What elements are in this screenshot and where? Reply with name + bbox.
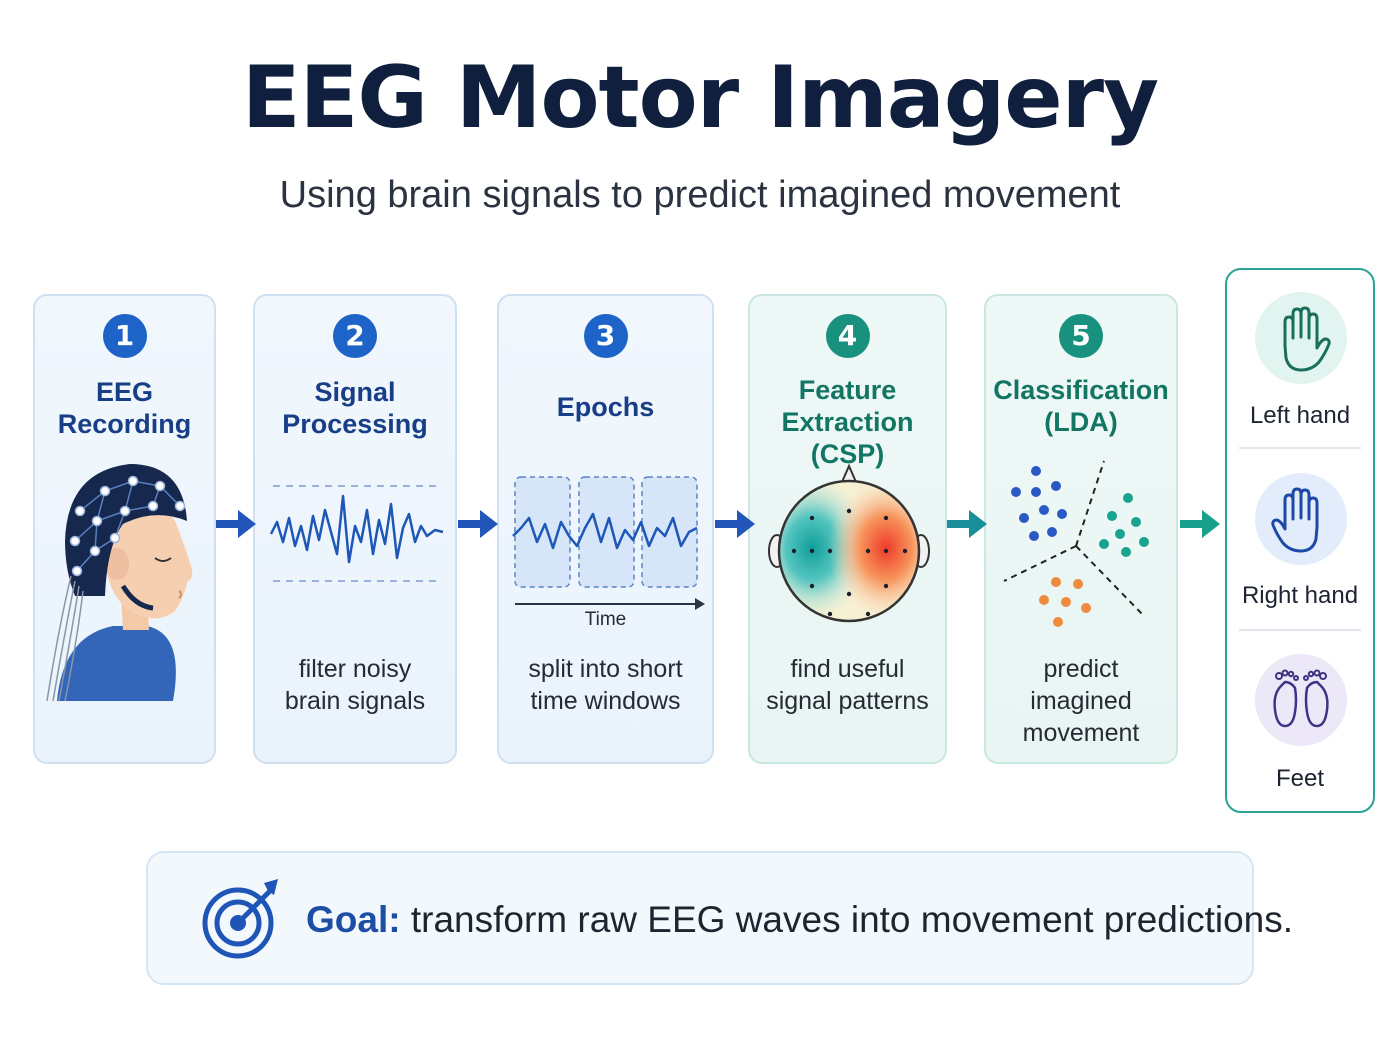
step-description-line: predict	[1043, 655, 1119, 683]
page-subtitle: Using brain signals to predict imagined …	[279, 174, 1121, 216]
goal-label: Goal:	[306, 899, 401, 940]
step-card-feature-extraction: 4 Feature Extraction (CSP)	[748, 294, 947, 764]
flow-arrow-icon	[947, 510, 987, 538]
filtered-wave-illustration	[269, 485, 444, 582]
eeg-cap-head-illustration	[46, 464, 193, 702]
goal-banner: Goal: transform raw EEG waves into movem…	[146, 851, 1293, 985]
step-title-line: Feature	[798, 375, 897, 405]
flow-arrow-icon	[1180, 510, 1220, 538]
outcome-divider	[1239, 447, 1361, 449]
outcome-divider	[1239, 629, 1361, 631]
feet-icon	[1273, 669, 1329, 728]
step-number-badge: 4	[825, 314, 870, 358]
step-description-line: split into short	[528, 655, 683, 683]
page-title: EEG Motor Imagery	[241, 48, 1159, 148]
outcome-icon-circle	[1255, 654, 1347, 746]
time-axis-label: Time	[584, 609, 627, 630]
step-card-signal-processing: 2 Signal Processing filter noisy brain s…	[253, 294, 457, 764]
flow-arrow-icon	[458, 510, 498, 538]
step-description-line: filter noisy	[298, 655, 412, 683]
flow-arrow-icon	[216, 510, 256, 538]
step-title-line: Processing	[282, 409, 428, 439]
outcome-icon-circle	[1255, 473, 1347, 565]
step-title-line: Epochs	[556, 392, 655, 422]
step-title-line: Signal	[314, 377, 396, 407]
step-description-line: imagined	[1030, 687, 1132, 715]
outcome-label: Right hand	[1241, 582, 1359, 609]
prediction-outcomes-panel: Left hand Right hand Feet	[1225, 268, 1375, 813]
outcome-icon-circle	[1255, 292, 1347, 384]
step-card-eeg-recording: 1 EEG Recording	[33, 294, 216, 764]
step-title-line: Extraction (CSP)	[781, 407, 914, 469]
step-number-badge: 5	[1059, 314, 1103, 358]
step-description-line: signal patterns	[766, 687, 929, 715]
step-number-badge: 1	[102, 314, 147, 358]
step-title-line: (LDA)	[1044, 407, 1118, 437]
step-title-line: Recording	[57, 409, 192, 439]
right-hand-icon	[1271, 487, 1319, 553]
flow-arrow-icon	[715, 510, 755, 538]
outcome-label: Feet	[1275, 765, 1325, 792]
step-description-line: brain signals	[284, 687, 426, 715]
goal-description: transform raw EEG waves into movement pr…	[400, 899, 1294, 940]
step-description-line: movement	[1022, 719, 1140, 747]
step-card-epochs: 3 Epochs Time split into short time wind…	[497, 294, 714, 764]
step-description-line: find useful	[790, 655, 905, 683]
step-number-badge: 2	[333, 314, 377, 358]
goal-text: Goal: transform raw EEG waves into movem…	[306, 897, 1293, 943]
csp-topomap-illustration	[768, 463, 930, 623]
lda-cluster-illustration	[1003, 460, 1149, 627]
step-number-badge: 3	[583, 314, 628, 358]
step-title-line: EEG	[95, 377, 154, 407]
step-card-classification: 5 Classification (LDA) predict imagined …	[984, 294, 1178, 764]
target-icon	[202, 879, 278, 959]
step-title-line: Classification	[993, 375, 1169, 405]
left-hand-icon	[1283, 306, 1331, 372]
outcome-label: Left hand	[1249, 402, 1351, 429]
step-description-line: time windows	[530, 687, 681, 715]
epoch-windows-illustration	[512, 476, 705, 610]
